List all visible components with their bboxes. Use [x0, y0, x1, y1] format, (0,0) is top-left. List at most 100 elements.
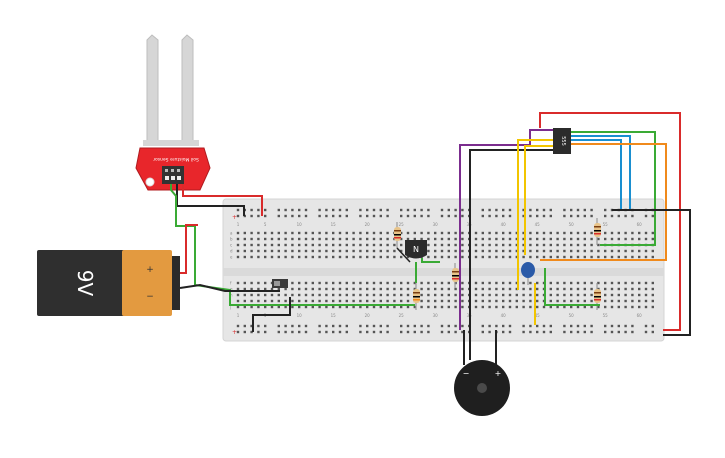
breadboard-hole[interactable]	[332, 305, 335, 309]
wire-green-cap[interactable]	[544, 268, 600, 306]
breadboard-hole[interactable]	[298, 243, 301, 247]
breadboard-hole[interactable]	[264, 293, 267, 297]
breadboard-hole[interactable]	[502, 293, 505, 297]
breadboard-hole[interactable]	[236, 281, 240, 285]
wire-transistor-collector[interactable]	[421, 258, 440, 263]
breadboard-hole[interactable]	[447, 293, 450, 297]
breadboard-hole[interactable]	[284, 293, 287, 297]
breadboard-hole[interactable]	[542, 324, 546, 328]
breadboard-hole[interactable]	[536, 249, 539, 253]
breadboard-hole[interactable]	[434, 293, 437, 297]
breadboard-hole[interactable]	[359, 293, 362, 297]
breadboard-hole[interactable]	[264, 249, 267, 253]
wire-blue-a[interactable]	[571, 135, 631, 210]
breadboard-hole[interactable]	[495, 237, 498, 241]
breadboard-hole[interactable]	[298, 287, 301, 291]
breadboard-hole[interactable]	[257, 287, 260, 291]
breadboard-hole[interactable]	[372, 231, 376, 235]
breadboard-hole[interactable]	[549, 330, 552, 334]
breadboard-hole[interactable]	[386, 324, 389, 328]
breadboard-hole[interactable]	[604, 249, 607, 253]
breadboard-hole[interactable]	[495, 287, 498, 291]
breadboard-hole[interactable]	[495, 305, 498, 309]
breadboard-hole[interactable]	[610, 214, 614, 218]
breadboard-hole[interactable]	[440, 208, 444, 212]
breadboard-hole[interactable]	[311, 293, 314, 297]
breadboard-hole[interactable]	[291, 237, 294, 241]
breadboard-hole[interactable]	[338, 330, 342, 334]
breadboard-hole[interactable]	[515, 299, 518, 303]
breadboard-hole[interactable]	[570, 214, 573, 218]
breadboard-hole[interactable]	[332, 293, 335, 297]
ic-555-timer[interactable]: 555	[553, 128, 571, 154]
breadboard-hole[interactable]	[610, 305, 614, 309]
breadboard-hole[interactable]	[515, 287, 518, 291]
breadboard-hole[interactable]	[576, 324, 580, 328]
breadboard-hole[interactable]	[563, 208, 566, 212]
breadboard-hole[interactable]	[447, 287, 450, 291]
breadboard-hole[interactable]	[277, 255, 280, 259]
breadboard-hole[interactable]	[379, 299, 382, 303]
breadboard-hole[interactable]	[291, 287, 294, 291]
breadboard-hole[interactable]	[583, 305, 586, 309]
breadboard-hole[interactable]	[474, 249, 478, 253]
breadboard-hole[interactable]	[644, 287, 648, 291]
breadboard-hole[interactable]	[379, 243, 382, 247]
breadboard-hole[interactable]	[372, 299, 376, 303]
breadboard-hole[interactable]	[311, 299, 314, 303]
breadboard-hole[interactable]	[488, 255, 491, 259]
breadboard-hole[interactable]	[461, 214, 464, 218]
breadboard-hole[interactable]	[454, 214, 457, 218]
breadboard-hole[interactable]	[576, 299, 580, 303]
breadboard-hole[interactable]	[332, 208, 335, 212]
breadboard-hole[interactable]	[495, 249, 498, 253]
breadboard-hole[interactable]	[236, 208, 240, 212]
breadboard-hole[interactable]	[298, 249, 301, 253]
breadboard-hole[interactable]	[291, 330, 294, 334]
breadboard-hole[interactable]	[522, 249, 525, 253]
breadboard-hole[interactable]	[570, 305, 573, 309]
breadboard-hole[interactable]	[277, 293, 280, 297]
breadboard-hole[interactable]	[325, 237, 328, 241]
breadboard-hole[interactable]	[270, 243, 274, 247]
breadboard-hole[interactable]	[318, 281, 321, 285]
breadboard-hole[interactable]	[379, 231, 382, 235]
breadboard-hole[interactable]	[590, 237, 593, 241]
breadboard-hole[interactable]	[481, 255, 484, 259]
breadboard-hole[interactable]	[304, 237, 308, 241]
breadboard-hole[interactable]	[311, 231, 314, 235]
breadboard-hole[interactable]	[250, 305, 253, 309]
breadboard-hole[interactable]	[563, 299, 566, 303]
breadboard-hole[interactable]	[563, 330, 566, 334]
breadboard-hole[interactable]	[372, 287, 376, 291]
breadboard-hole[interactable]	[508, 249, 512, 253]
breadboard-hole[interactable]	[338, 281, 342, 285]
breadboard-hole[interactable]	[427, 287, 430, 291]
breadboard-hole[interactable]	[570, 287, 573, 291]
breadboard-hole[interactable]	[406, 287, 410, 291]
wire-yellow-a[interactable]	[524, 145, 553, 255]
breadboard-hole[interactable]	[447, 214, 450, 218]
breadboard-hole[interactable]	[250, 208, 253, 212]
breadboard-hole[interactable]	[447, 324, 450, 328]
breadboard-hole[interactable]	[291, 293, 294, 297]
breadboard-hole[interactable]	[264, 214, 267, 218]
breadboard-hole[interactable]	[583, 324, 586, 328]
breadboard-hole[interactable]	[264, 287, 267, 291]
breadboard-hole[interactable]	[352, 237, 355, 241]
breadboard-hole[interactable]	[434, 255, 437, 259]
breadboard-hole[interactable]	[604, 324, 607, 328]
breadboard-hole[interactable]	[515, 237, 518, 241]
breadboard-hole[interactable]	[270, 293, 274, 297]
breadboard-hole[interactable]	[447, 330, 450, 334]
breadboard-hole[interactable]	[515, 249, 518, 253]
breadboard-hole[interactable]	[529, 305, 532, 309]
breadboard-hole[interactable]	[298, 214, 301, 218]
breadboard-hole[interactable]	[243, 293, 246, 297]
breadboard-hole[interactable]	[277, 324, 280, 328]
breadboard-hole[interactable]	[372, 237, 376, 241]
breadboard-hole[interactable]	[529, 293, 532, 297]
breadboard-hole[interactable]	[372, 305, 376, 309]
breadboard-hole[interactable]	[325, 293, 328, 297]
breadboard-hole[interactable]	[359, 305, 362, 309]
